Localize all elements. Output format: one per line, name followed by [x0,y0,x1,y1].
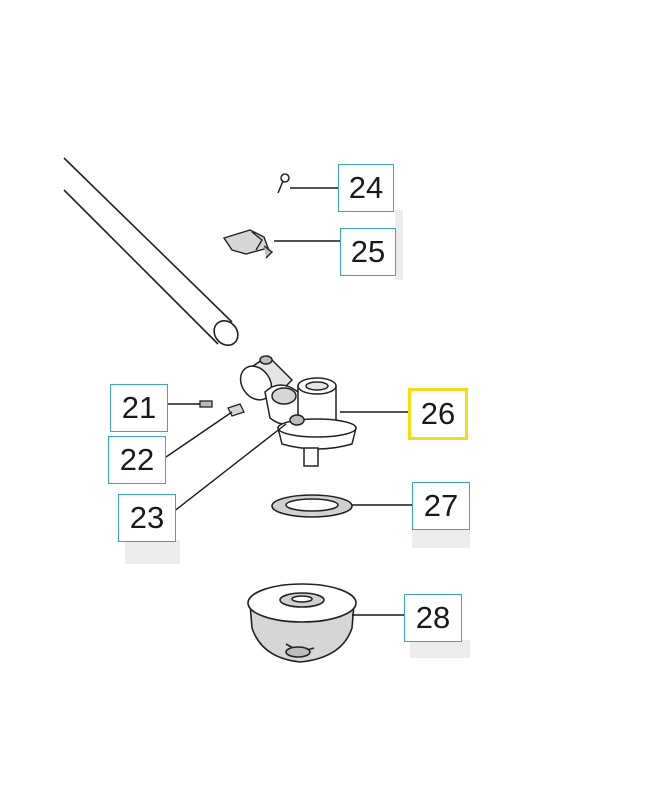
part-21-22-pieces [199,400,245,417]
part-24-screw [277,173,290,194]
part-26-gear-head [239,355,357,467]
callout-shadow [410,640,470,658]
callout-27[interactable]: 27 [412,482,470,530]
shaft-tube [63,157,239,347]
leader-lines [165,187,412,616]
callout-22[interactable]: 22 [108,436,166,484]
callout-21[interactable]: 21 [110,384,168,432]
part-27-washer [271,494,353,518]
callout-shadow [395,210,403,280]
callout-26[interactable]: 26 [408,388,468,440]
part-28-trimmer-head [247,583,357,663]
part-25-clip [222,229,274,259]
callout-shadow [125,540,180,564]
leader-line-22 [165,411,233,458]
callout-24[interactable]: 24 [338,164,394,212]
callout-25[interactable]: 25 [340,228,396,276]
callout-shadow [412,530,470,548]
leader-line-23 [167,423,287,517]
callout-23[interactable]: 23 [118,494,176,542]
callout-28[interactable]: 28 [404,594,462,642]
